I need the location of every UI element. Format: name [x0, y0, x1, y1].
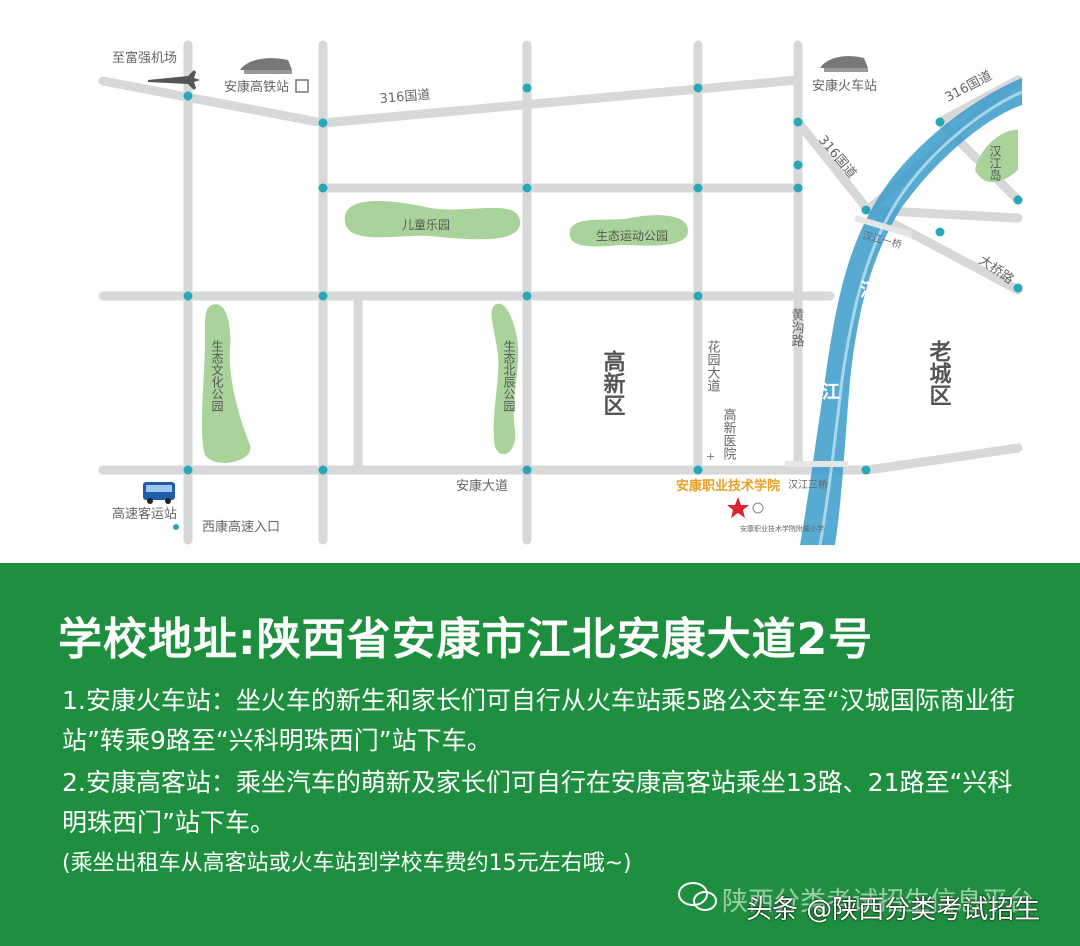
hanjiang-bridge-1 [854, 215, 913, 238]
road-316-label-a: 316国道 [379, 88, 431, 107]
wechat-icon [678, 882, 717, 911]
ankang-ave-label: 安康大道 [456, 478, 508, 494]
childrens-park-label: 儿童乐园 [402, 217, 450, 232]
bus-station-label: 高速客运站 [112, 506, 177, 522]
school-address-title: 学校地址:陕西省安康市江北安康大道2号 [58, 614, 874, 665]
eco-sports-park-area [569, 215, 689, 247]
railway-station-icon [295, 79, 309, 93]
han-river-label: 汉 [860, 280, 879, 301]
high-speed-train-icon [240, 58, 292, 74]
island-label: 汉江岛 [988, 145, 1002, 182]
island-park-area [975, 129, 1018, 183]
wechat-watermark: 陕西分类考试招生信息平台 [722, 887, 1035, 917]
jiang-river-label: 江 [822, 382, 840, 403]
info-panel: 学校地址:陕西省安康市江北安康大道2号 1.安康火车站：坐火车的新生和家长们可自… [0, 563, 1080, 946]
eco-culture-park-label: 生态文化公园 [210, 340, 224, 413]
park-areas [201, 129, 1018, 463]
han-river [800, 78, 1022, 545]
childrens-park-area [344, 200, 521, 240]
bus-icon [143, 482, 175, 504]
bridge-3-label: 汉江三桥 [788, 479, 828, 491]
airport-label: 至富强机场 [112, 50, 177, 66]
gaoxin-hospital-label: 高新医院 [721, 407, 737, 460]
huayuan-ave-label: 花园大道 [705, 339, 721, 392]
map-canvas: + 至富强机场 安康高铁站 安康火车站 316国道 316国道 316国道 安康… [98, 40, 1023, 546]
gaoxin-district-label: 高新区 [600, 349, 626, 416]
old-district-label: 老城区 [926, 340, 953, 406]
college-label: 安康职业技术学院 [676, 478, 780, 494]
city-map: + 至富强机场 安康高铁站 安康火车站 316国道 316国道 316国道 安康… [98, 40, 1023, 546]
eco-north-park-area [491, 303, 519, 455]
college-sub-label: 安康职业技术学院附属小学 [740, 524, 824, 533]
eco-sports-park-label: 生态运动公园 [596, 229, 668, 243]
xikang-entrance-label: 西康高速入口 [202, 519, 280, 535]
school-symbol-icon [752, 502, 764, 514]
taxi-fare-note: (乘坐出租车从高客站或火车站到学校车费约15元左右哦~) [62, 851, 632, 876]
eco-culture-park-area [201, 304, 251, 463]
road-network [98, 40, 1023, 545]
toutiao-watermark: 头条 @陕西分类考试招生 [746, 895, 1041, 925]
school-star-icon [727, 497, 749, 518]
train-station-label: 安康火车站 [812, 78, 877, 94]
hospital-icon: + [706, 450, 715, 463]
train-icon [820, 56, 868, 72]
hsr-station-label: 安康高铁站 [224, 79, 289, 95]
intersection-nodes [173, 83, 1023, 530]
route-train-station: 1.安康火车站：坐火车的新生和家长们可自行从火车站乘5路公交车至“汉城国际商业街… [62, 686, 1015, 755]
huangdi-road-label: 黄沟路 [789, 308, 805, 347]
eco-north-park-label: 生态北辰公园 [502, 340, 516, 413]
svg-text:+: + [706, 450, 715, 463]
airplane-icon [148, 70, 200, 90]
route-bus-station: 2.安康高客站：乘坐汽车的萌新及家长们可自行在安康高客站乘坐13路、21路至“兴… [62, 768, 1013, 837]
